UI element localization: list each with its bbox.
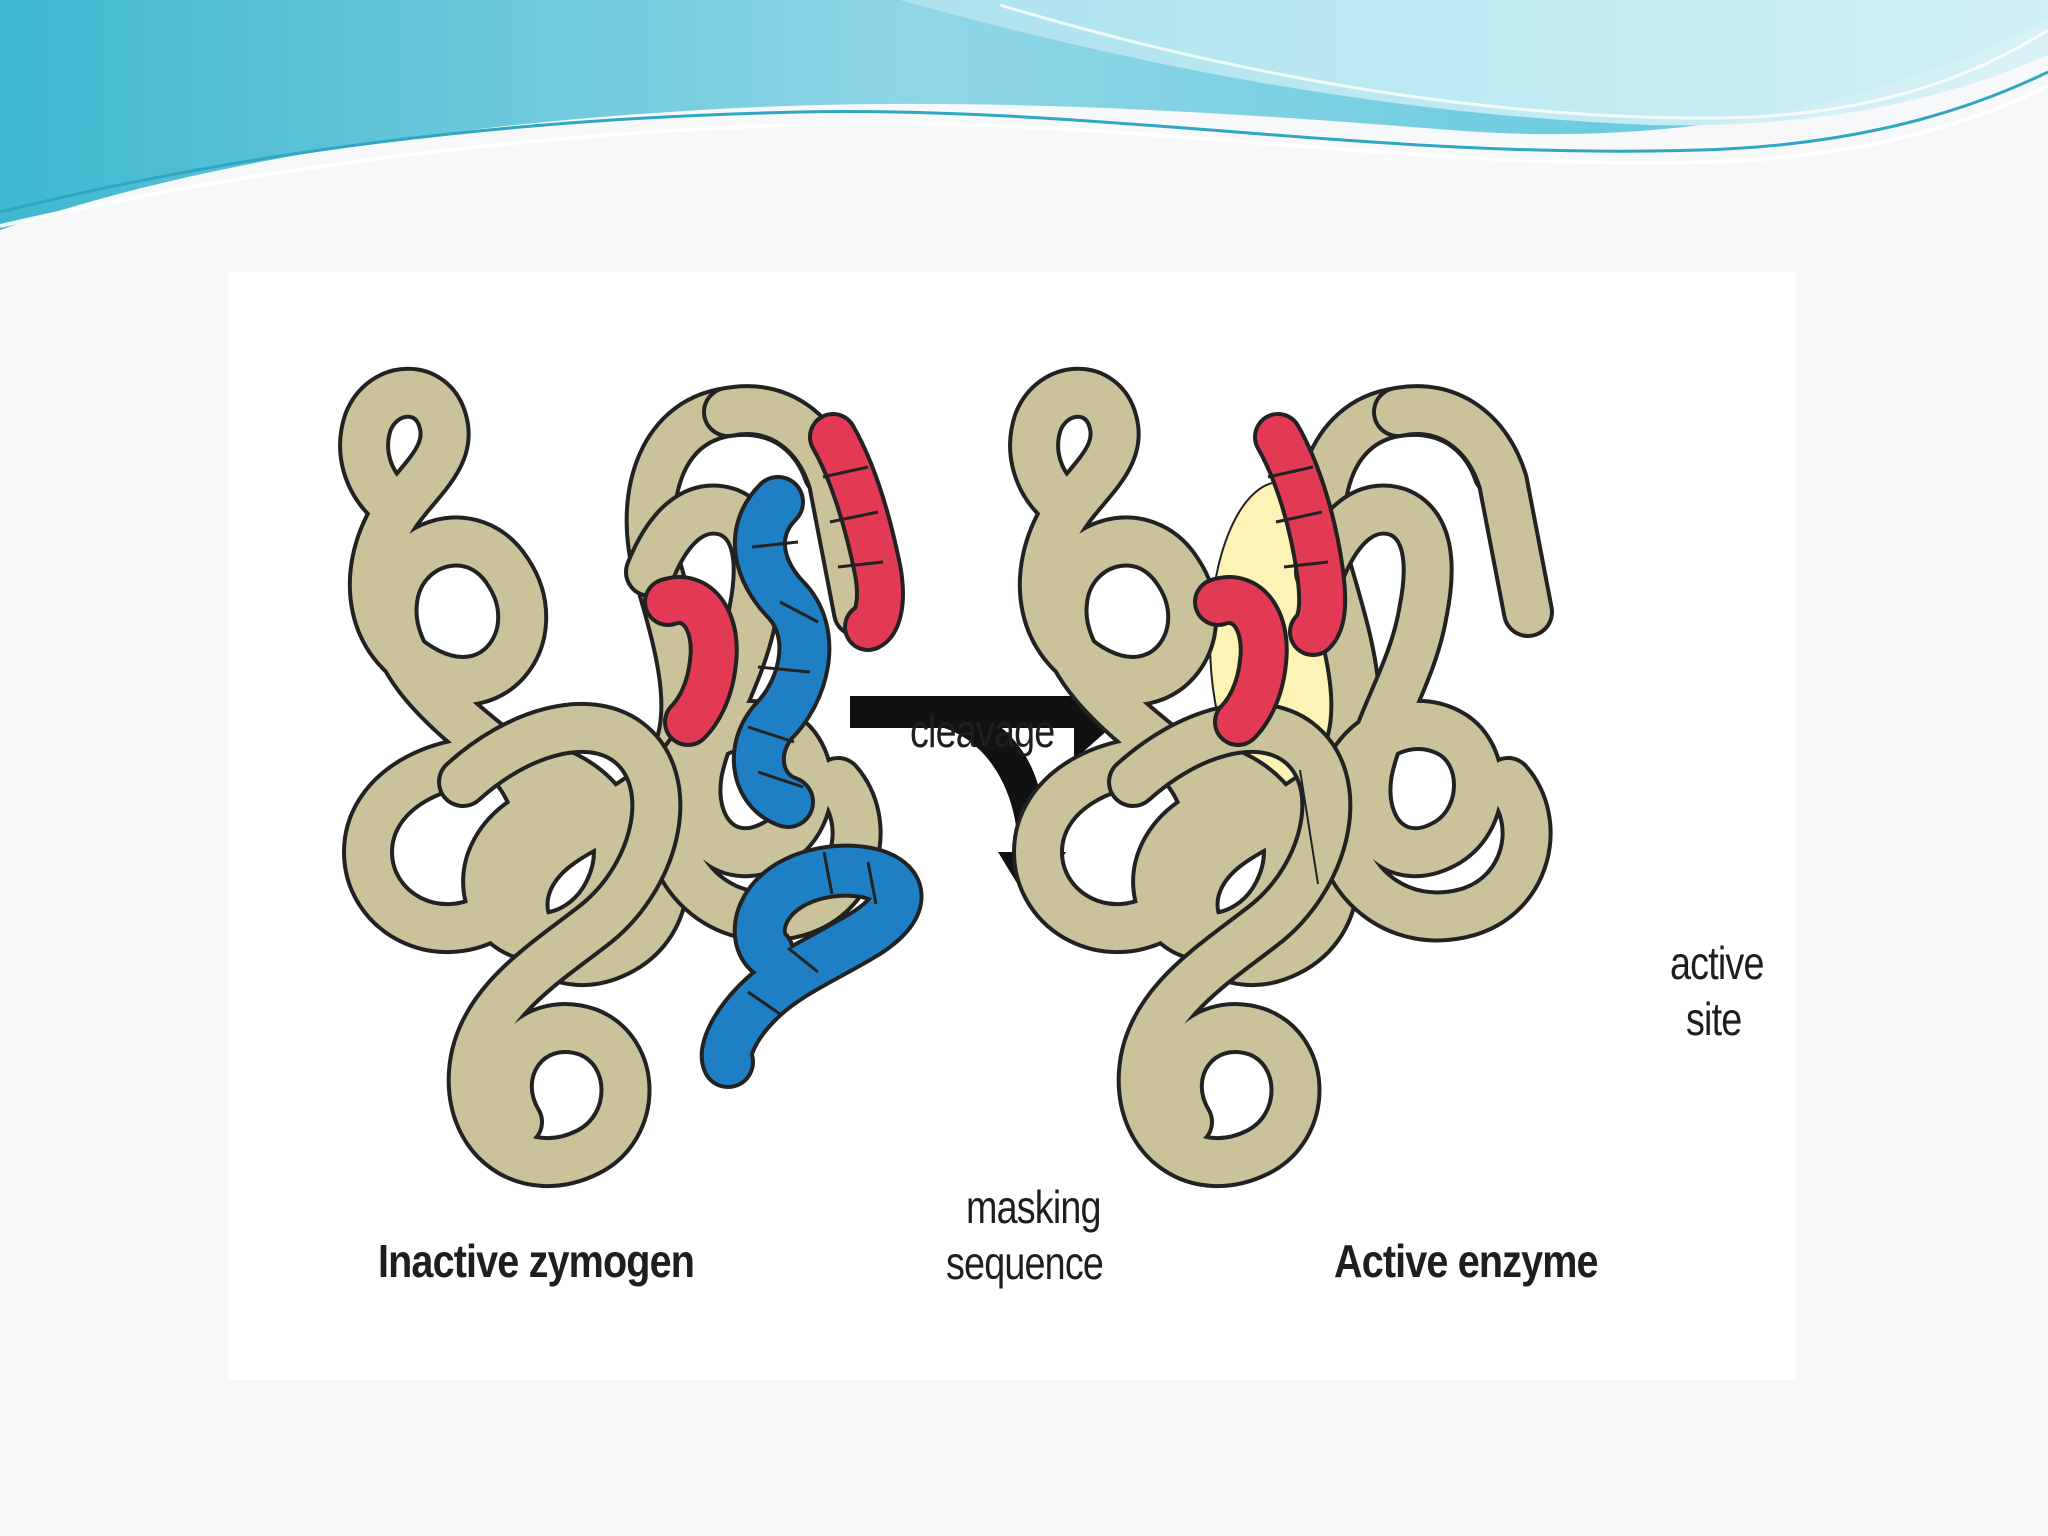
label-active-site-line1: active [1670, 937, 1764, 989]
label-cleavage: cleavage [910, 705, 1055, 757]
red-segment-left-lower [643, 575, 739, 747]
masking-sequence-attached [731, 475, 832, 829]
label-masking-line1: masking [966, 1181, 1102, 1233]
label-active-enzyme: Active enzyme [1334, 1235, 1599, 1287]
label-masking-line2: sequence [946, 1237, 1104, 1289]
active-enzyme-structure [1034, 393, 1554, 1162]
figure-panel: Inactive zymogen cleavage masking sequen… [228, 272, 1796, 1380]
red-segment-left-upper [808, 412, 905, 652]
red-segment-right-upper [1253, 412, 1348, 657]
header-wave-decoration [0, 0, 2048, 230]
label-inactive-zymogen: Inactive zymogen [378, 1235, 695, 1287]
label-active-site-line2: site [1686, 993, 1742, 1045]
active-site-leader-line [1299, 769, 1319, 885]
zymogen-activation-diagram [228, 272, 1554, 1380]
masking-sequence-released [699, 843, 924, 1089]
red-segment-right-lower [1193, 575, 1289, 747]
